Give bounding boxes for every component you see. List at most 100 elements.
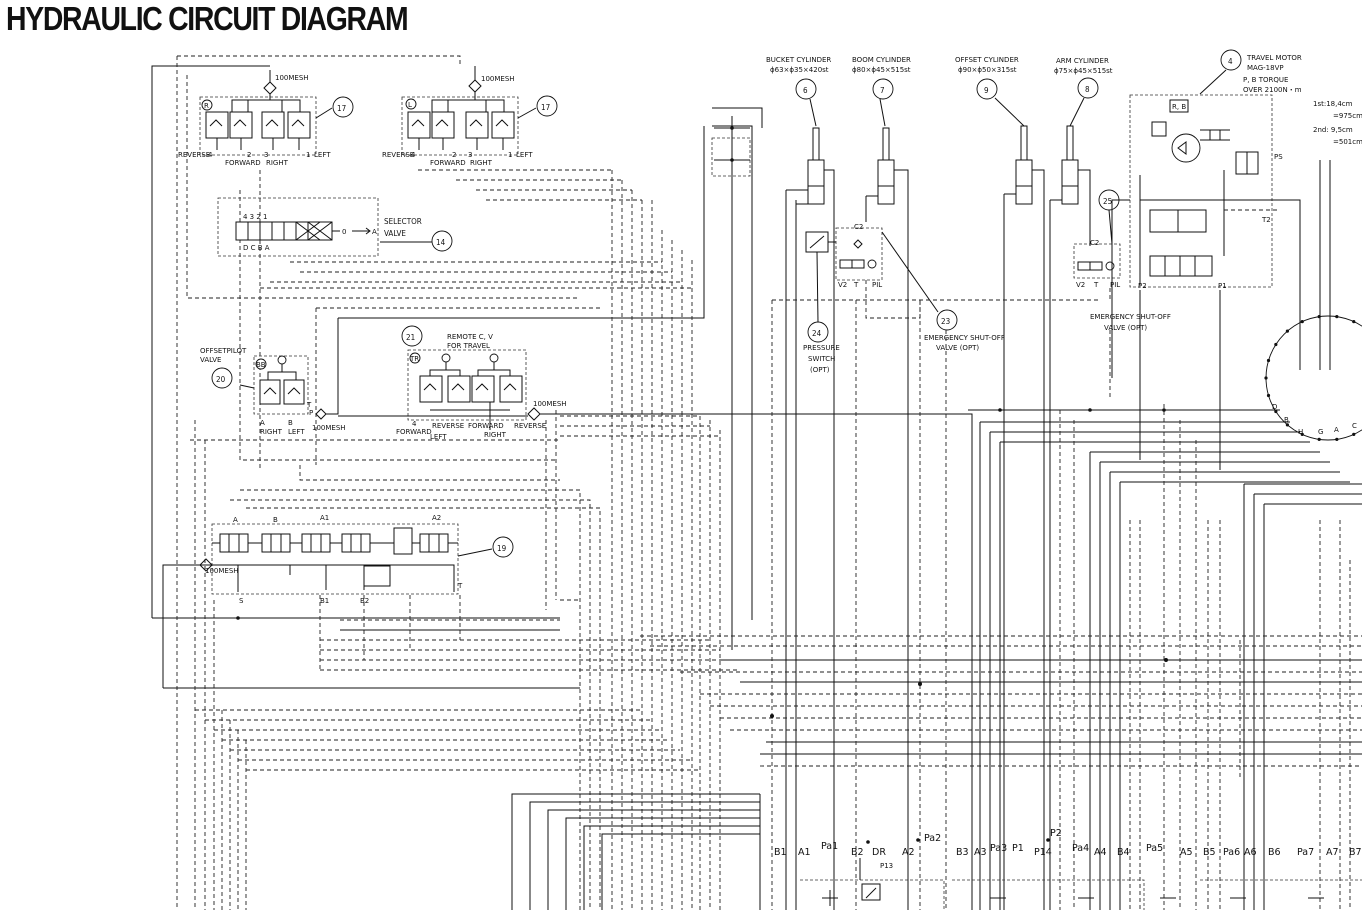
swivel-joint: D B H G A C [1264, 315, 1362, 441]
pilot-valve-17-left: R 100MESH REVERSE 4 FORWARD 2 3 RIGHT 1 … [178, 70, 354, 167]
port-label: P2 [1050, 828, 1062, 839]
swivel-dot [1335, 315, 1339, 319]
remote-left: LEFT [430, 433, 447, 441]
offset-right: RIGHT [260, 428, 283, 436]
pressure-switch-1: PRESSURE [803, 344, 840, 352]
travel-motor-speed-1: 1st:18,4cm [1313, 100, 1353, 108]
ev23-label-2: VALVE (OPT) [936, 344, 979, 352]
cylinders: BUCKET CYLINDER ϕ63×ϕ35×420st BOOM CYLIN… [766, 56, 1113, 910]
swivel-dot [1266, 393, 1271, 398]
cv-b1: B1 [320, 597, 329, 605]
callout-7: 7 [880, 86, 885, 95]
remote-valve-21: 21 REMOTE C, V FOR TRAVEL TR 4 FORWARD R… [338, 325, 973, 910]
swivel-dot [1266, 358, 1271, 363]
selector-ports-top: 4 3 2 1 [243, 213, 268, 221]
callout-20: 20 [216, 375, 226, 384]
travel-motor-speed-2: 2nd: 9,5cm [1313, 126, 1353, 134]
travel-motor-p1: P1 [1218, 282, 1227, 290]
ev25-label-2: VALVE (OPT) [1104, 324, 1147, 332]
callout-25: 25 [1103, 197, 1112, 206]
port-label: B5 [1203, 847, 1216, 858]
swivel-dot [1285, 423, 1289, 427]
swivel-dot [1352, 320, 1356, 324]
port-label: Pa7 [1297, 847, 1314, 858]
cv-mesh: 100MESH [205, 567, 239, 575]
port-label: Pa2 [924, 833, 941, 844]
swivel-dot [1274, 409, 1278, 414]
remote-right: RIGHT [484, 431, 507, 439]
port-label: A5 [1180, 847, 1193, 858]
right-pipe-network [640, 299, 1362, 910]
port-label: B7 [1349, 847, 1362, 858]
junction-dot [1046, 838, 1050, 842]
offset-pilot-valve-20: OFFSETPILOT VALVE BB A RIGHT B LEFT P T … [200, 347, 346, 436]
port-label: DR [872, 847, 886, 858]
swivel-dot [1300, 432, 1304, 436]
port-label: Pa6 [1223, 847, 1240, 858]
label-1b: 1 [508, 151, 512, 159]
port-label: P14 [1034, 847, 1052, 858]
port-label: B3 [956, 847, 969, 858]
callout-17a: 17 [337, 104, 346, 113]
callout-4: 4 [1228, 57, 1233, 66]
callout-14: 14 [436, 238, 446, 247]
bucket-cylinder-spec: ϕ63×ϕ35×420st [770, 66, 829, 74]
callout-23: 23 [941, 317, 950, 326]
swivel-a: A [1334, 426, 1339, 434]
remote-mesh: 100MESH [533, 400, 567, 408]
swivel-dot [1317, 315, 1321, 319]
pressure-switch-24: 24 PRESSURE SWITCH (OPT) [803, 231, 840, 374]
offset-cylinder-name: OFFSET CYLINDER [955, 56, 1019, 64]
cv-s: S [239, 597, 244, 605]
offset-p: P [309, 409, 313, 417]
label-left-2: LEFT [516, 151, 533, 159]
p13-label: P13 [880, 862, 893, 870]
page-title: HYDRAULIC CIRCUIT DIAGRAM [6, 0, 409, 37]
label-3b: 3 [468, 151, 472, 159]
label-4: 4 [208, 151, 213, 159]
emergency-valve-23: C2 V2 T PIL 23 EMERGENCY SHUT-OFF VALVE … [835, 223, 1005, 352]
control-valve-19: A B A1 A2 S B1 B2 T 100MESH 19 [199, 514, 514, 620]
badge-bb: BB [256, 361, 266, 369]
remote-forward-2: FORWARD [468, 422, 504, 430]
offset-pilot-label-2: VALVE [200, 356, 221, 364]
travel-motor-title: TRAVEL MOTOR [1246, 54, 1302, 62]
label-right: RIGHT [266, 159, 289, 167]
swivel-dot [1300, 320, 1304, 324]
selector-ports-bottom: D C B A [243, 244, 270, 252]
callout-6: 6 [803, 86, 808, 95]
port-label: B1 [774, 847, 787, 858]
ev25-t: T [1093, 281, 1099, 289]
label-left: LEFT [314, 151, 331, 159]
callout-9: 9 [984, 86, 989, 95]
swivel-dot [1285, 329, 1289, 333]
selector-label-1: SELECTOR [384, 217, 422, 226]
travel-motor-speed-2b: =501cm [1333, 138, 1362, 146]
travel-motor-t2: T2 [1261, 216, 1271, 224]
mesh-label-2: 100MESH [481, 75, 515, 83]
swivel-dot [1264, 376, 1268, 380]
offset-cylinder-spec: ϕ90×ϕ50×315st [958, 66, 1017, 74]
swivel-c: C [1352, 422, 1357, 430]
port-label: A1 [798, 847, 811, 858]
offset-mesh: 100MESH [312, 424, 346, 432]
cv-b: B [273, 516, 278, 524]
port-label: Pa4 [1072, 843, 1089, 854]
selector-valve-14: 4 3 2 1 D C B A 0 A SELECTOR VALVE 14 [217, 197, 453, 257]
swivel-d: D [1272, 403, 1277, 411]
port-label: Pa1 [821, 841, 838, 852]
port-label: B2 [851, 847, 864, 858]
label-forward: FORWARD [225, 159, 261, 167]
label-reverse: REVERSE [178, 151, 210, 159]
arm-cylinder-spec: ϕ75×ϕ45×515st [1054, 67, 1113, 75]
port-label: Pa5 [1146, 843, 1163, 854]
travel-motor-4: 4 TRAVEL MOTOR MAG-18VP P, B TORQUE OVER… [1111, 49, 1362, 470]
cv-a2: A2 [432, 514, 441, 522]
swivel-dot [1352, 432, 1356, 436]
swivel-h: H [1298, 428, 1303, 436]
ev23-c2: C2 [854, 223, 863, 231]
travel-motor-torque-2: OVER 2100N・m [1243, 86, 1302, 94]
label-3: 3 [264, 151, 268, 159]
